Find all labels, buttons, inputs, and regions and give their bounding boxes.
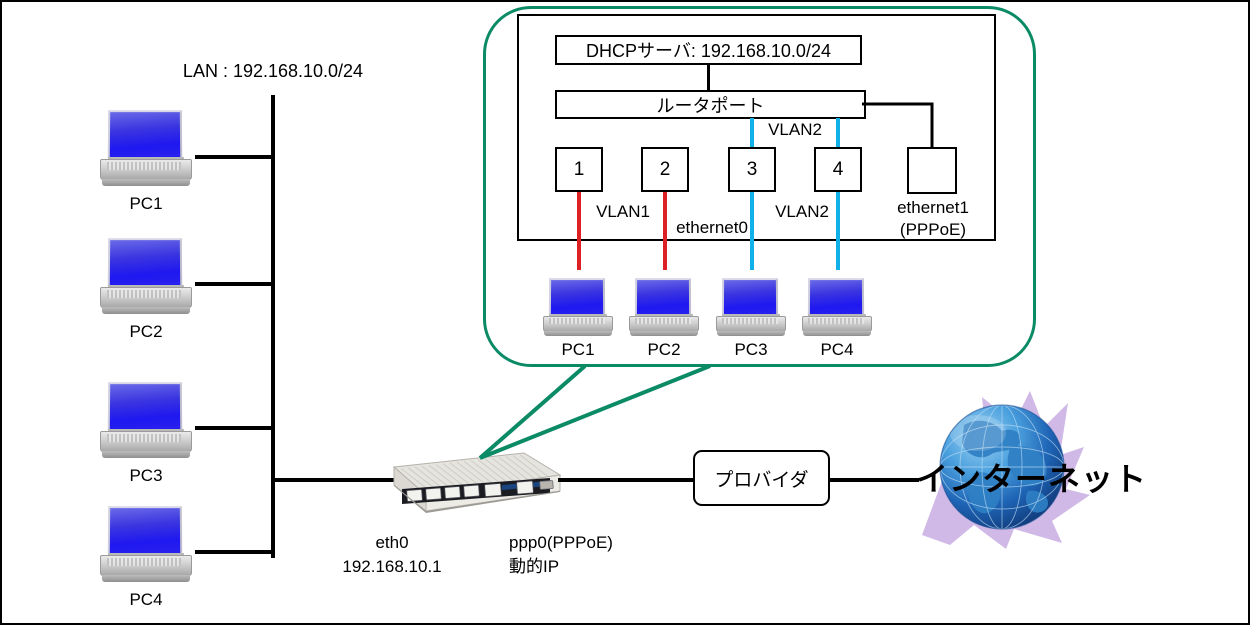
ethernet0-label: ethernet0	[676, 218, 748, 237]
lan-pc4-icon	[100, 506, 192, 584]
callout-pc1-label: PC1	[561, 340, 595, 359]
switch-port-1-label: 1	[573, 158, 585, 180]
router-port-label: ルータポート	[656, 95, 765, 116]
lan-bus-line	[271, 95, 275, 558]
wan-link-router-to-provider	[558, 478, 695, 482]
vlan2-bottom-label: VLAN2	[775, 202, 829, 221]
lan-pc2-label: PC2	[129, 322, 163, 341]
ethernet1-box[interactable]	[907, 147, 957, 194]
switch-port-2[interactable]: 2	[641, 147, 689, 192]
internet-label: インターネット	[916, 461, 1148, 497]
switch-port-3-label: 3	[746, 158, 758, 180]
lan-pc3-icon	[100, 382, 192, 460]
dhcp-to-routerport-link	[707, 64, 710, 91]
ethernet1-label-line2: (PPPoE)	[899, 220, 967, 239]
lan-pc1-icon	[100, 110, 192, 188]
wan-link-provider-to-internet	[829, 478, 919, 482]
vlan2-top-label: VLAN2	[768, 120, 822, 139]
vlan2-line-pc4	[836, 192, 840, 270]
vlan2-trunk-line-port4	[836, 118, 840, 148]
ethernet1-label-line1: ethernet1	[897, 198, 969, 217]
lan-pc1-link	[195, 155, 273, 159]
router-device-icon	[374, 445, 564, 517]
router-ppp0-label-line2: 動的IP	[509, 557, 560, 576]
switch-port-1[interactable]: 1	[555, 147, 603, 192]
callout-tail	[478, 364, 711, 460]
vlan1-line-pc2	[663, 192, 667, 270]
dhcp-server-box[interactable]: DHCPサーバ: 192.168.10.0/24	[555, 35, 862, 65]
dhcp-server-label: DHCPサーバ: 192.168.10.0/24	[586, 41, 831, 61]
switch-port-2-label: 2	[659, 158, 671, 180]
lan-pc4-link	[195, 550, 273, 554]
lan-pc3-label: PC3	[129, 466, 163, 485]
router-eth0-label-line1: eth0	[375, 533, 409, 552]
lan-pc2-icon	[100, 238, 192, 316]
vlan1-line-pc1	[577, 192, 581, 270]
lan-pc2-link	[195, 282, 273, 286]
callout-outline	[483, 6, 1036, 367]
switch-port-3[interactable]: 3	[728, 147, 776, 192]
lan-trunk-to-router	[271, 478, 401, 482]
callout-pc4-icon	[802, 278, 872, 338]
provider-label: プロバイダ	[714, 469, 809, 491]
switch-port-4[interactable]: 4	[814, 147, 862, 192]
vlan1-label: VLAN1	[596, 202, 650, 221]
provider-box[interactable]: プロバイダ	[693, 450, 830, 506]
router-ppp0-label-line1: ppp0(PPPoE)	[509, 533, 613, 552]
callout-pc3-label: PC3	[734, 340, 768, 359]
internet-globe-icon	[902, 385, 1102, 550]
lan-pc4-label: PC4	[129, 590, 163, 609]
lan-pc3-link	[195, 426, 273, 430]
router-port-box[interactable]: ルータポート	[555, 90, 866, 119]
vlan2-line-pc3	[750, 192, 754, 270]
callout-pc2-label: PC2	[647, 340, 681, 359]
switch-port-4-label: 4	[832, 158, 844, 180]
lan-label: LAN : 192.168.10.0/24	[182, 61, 364, 81]
vlan2-trunk-line-port3	[750, 118, 754, 148]
router-eth0-label-line2: 192.168.10.1	[342, 557, 442, 576]
routerport-to-ethernet1-link	[862, 102, 934, 150]
callout-pc1-icon	[543, 278, 613, 338]
lan-pc1-label: PC1	[129, 194, 163, 213]
callout-pc2-icon	[629, 278, 699, 338]
callout-pc4-label: PC4	[820, 340, 854, 359]
callout-pc3-icon	[716, 278, 786, 338]
